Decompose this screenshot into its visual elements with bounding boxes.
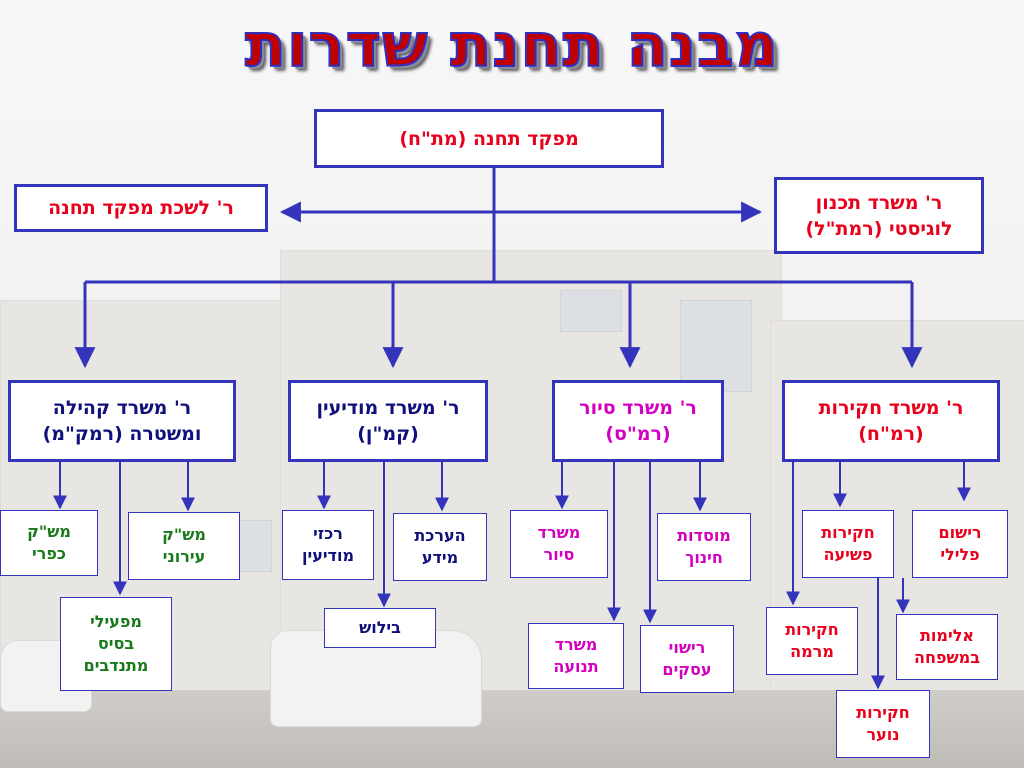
undercover-box: בילוש: [324, 608, 436, 648]
domestic-violence-box: אלימות במשפחה: [896, 614, 998, 680]
volunteer-operators-box: מפעילי בסיס מתנדבים: [60, 597, 172, 691]
fraud-investigations-box: חקירות מרמה: [766, 607, 858, 675]
page-title: מבנה תחנת שדרות: [244, 10, 780, 82]
traffic-office-box: משרד תנועה: [528, 623, 624, 689]
info-assessment-box: הערכת מידע: [393, 513, 487, 581]
bureau-head-box: ר' לשכת מפקד תחנה: [14, 184, 268, 232]
intel-coordinators-box: רכזי מודיעין: [282, 510, 374, 580]
youth-investigations-box: חקירות נוער: [836, 690, 930, 758]
community-police-box: ר' משרד קהילה ומשטרה (רמק"מ): [8, 380, 236, 462]
station-commander-box: מפקד תחנה (מת"ח): [314, 109, 664, 168]
investigations-box: ר' משרד חקירות (רמ"ח): [782, 380, 1000, 462]
planning-logistics-box: ר' משרד תכנון לוגיסטי (רמת"ל): [774, 177, 984, 254]
urban-coordinator-box: מש"ק עירוני: [128, 512, 240, 580]
business-licensing-box: רישוי עסקים: [640, 625, 734, 693]
criminal-records-box: רישום פלילי: [912, 510, 1008, 578]
crime-investigations-box: חקירות פשיעה: [802, 510, 894, 578]
patrol-office-box: משרד סיור: [510, 510, 608, 578]
rural-coordinator-box: מש"ק כפרי: [0, 510, 98, 576]
intelligence-box: ר' משרד מודיעין (קמ"ן): [288, 380, 488, 462]
patrol-box: ר' משרד סיור (רמ"ס): [552, 380, 724, 462]
education-box: מוסדות חינוך: [657, 513, 751, 581]
